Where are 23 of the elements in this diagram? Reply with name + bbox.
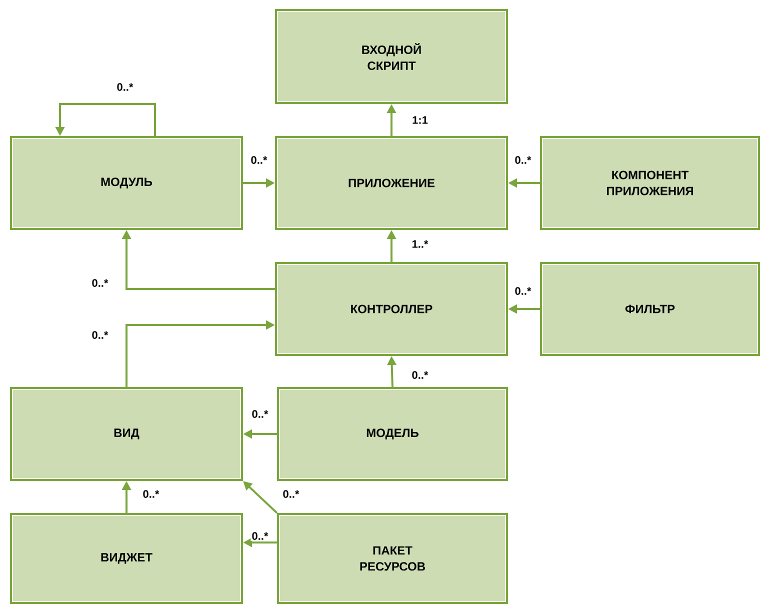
multiplicity-label: 0..* (142, 489, 160, 499)
class-box: МОДЕЛЬ (277, 387, 508, 481)
class-box: ВИД (10, 387, 243, 481)
multiplicity-label: 0..* (90, 330, 110, 340)
multiplicity-label: 0..* (514, 286, 532, 296)
multiplicity-label: 0..* (410, 370, 430, 380)
class-box: ПРИЛОЖЕНИЕ (275, 136, 508, 230)
multiplicity-label: 1:1 (411, 115, 429, 125)
class-box: ПАКЕТ РЕСУРСОВ (277, 513, 508, 604)
class-box: КОМПОНЕНТ ПРИЛОЖЕНИЯ (540, 136, 760, 230)
class-box: ФИЛЬТР (540, 262, 760, 356)
multiplicity-label: 0..* (250, 409, 270, 419)
multiplicity-label: 0..* (90, 278, 110, 288)
multiplicity-label: 0..* (514, 155, 532, 165)
class-box: ВХОДНОЙ СКРИПТ (275, 9, 508, 104)
class-box: ВИДЖЕТ (10, 513, 243, 604)
class-box: КОНТРОЛЛЕР (275, 262, 508, 356)
multiplicity-label: 0..* (282, 489, 300, 499)
class-box: МОДУЛЬ (10, 136, 243, 230)
multiplicity-label: 1..* (410, 239, 430, 249)
multiplicity-label: 0..* (250, 531, 270, 541)
multiplicity-label: 0..* (116, 82, 134, 92)
multiplicity-label: 0..* (250, 155, 268, 165)
